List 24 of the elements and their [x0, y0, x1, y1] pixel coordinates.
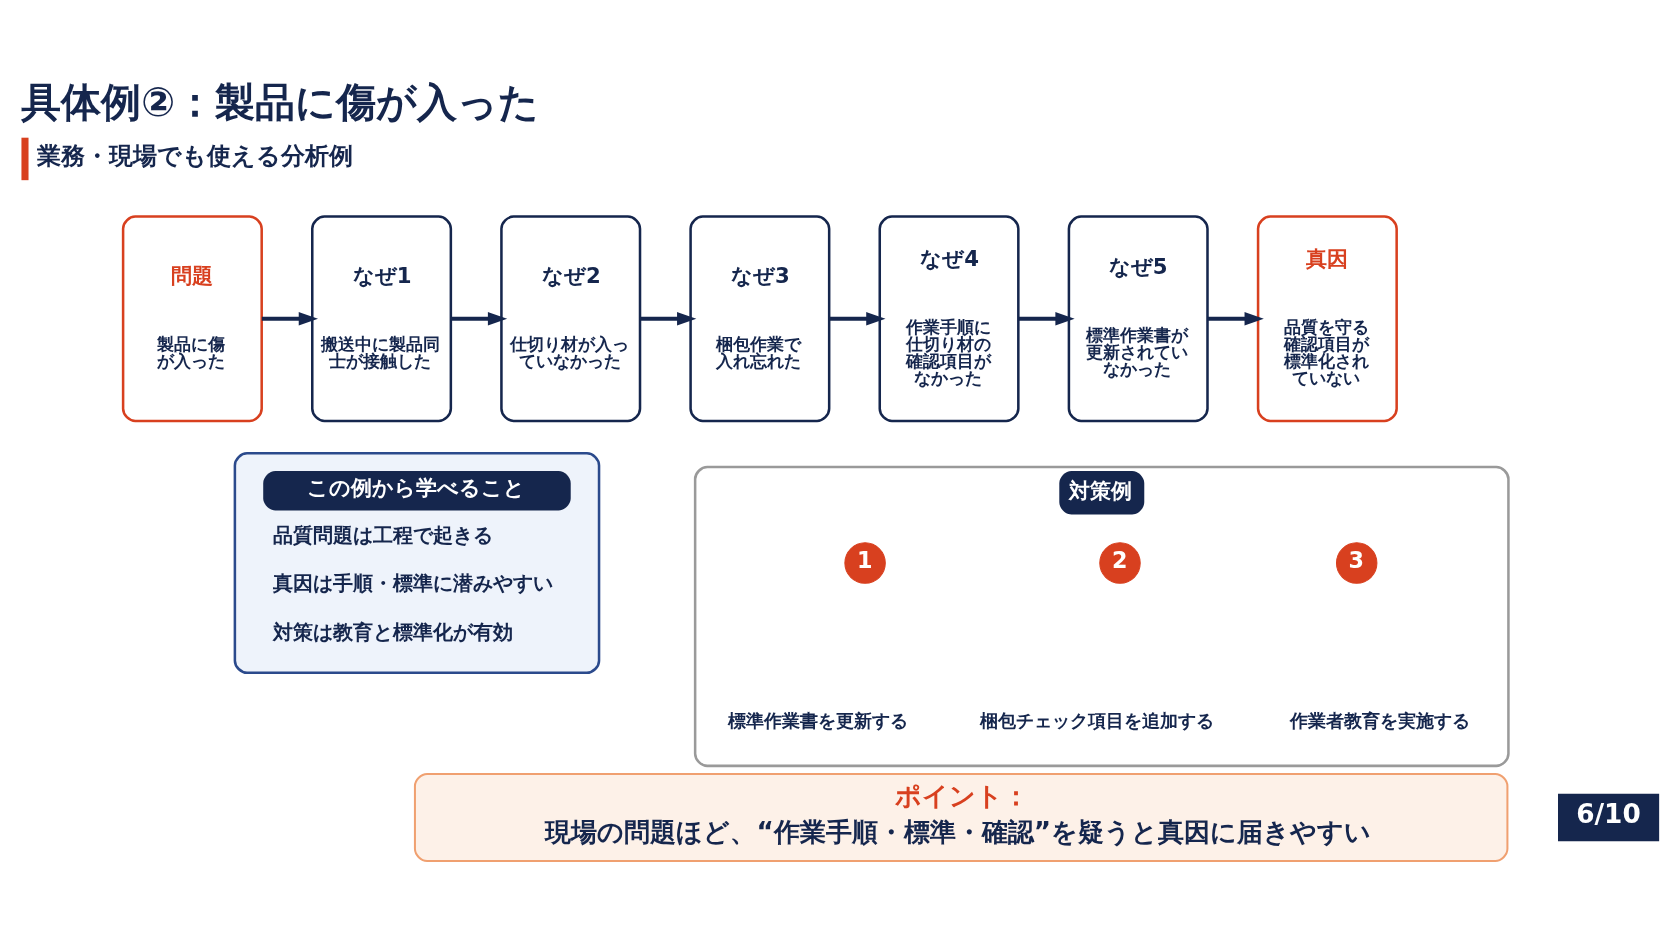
- label: 業務・現場でも使える分析例: [36, 140, 353, 170]
- arrow: [451, 311, 508, 325]
- node-circle: 1: [844, 541, 886, 584]
- label: 6/10: [1576, 798, 1641, 829]
- node-box: なぜ3 梱包作業で入れ忘れた: [689, 214, 831, 422]
- label: 梱包チェック項目を追加する: [980, 709, 1215, 731]
- node-circle: 3: [1335, 541, 1378, 584]
- node-circle: 2: [1099, 541, 1141, 584]
- arrow: [1207, 311, 1264, 325]
- arrow: [261, 311, 318, 325]
- node-box: なぜ1 搬送中に製品同士が接触した: [311, 214, 453, 422]
- label: 作業者教育を実施する: [1290, 709, 1471, 731]
- node-box: なぜ5 標準作業書が更新されていなかった: [1067, 214, 1209, 422]
- diagram-title: 具体例②：製品に傷が入った: [20, 77, 540, 126]
- node-box: なぜ4 作業手順に仕切り材の確認項目がなかった: [878, 214, 1020, 422]
- node-box: 問題 製品に傷が入った: [121, 214, 263, 422]
- arrow: [829, 311, 886, 325]
- label: 標準作業書を更新する: [728, 709, 909, 731]
- arrow: [1018, 311, 1075, 325]
- node-box: 真因 品質を守る確認項目が標準化されていない: [1256, 214, 1398, 422]
- arrow: [640, 311, 697, 325]
- node-box: なぜ2 仕切り材が入っていなかった: [500, 214, 642, 422]
- node-box: ポイント： 現場の問題ほど、“作業手順・標準・確認”を疑うと真因に届きやすい: [413, 772, 1509, 862]
- node-box: この例から学べること 品質問題は工程で起きる 真因は手順・標準に潜みやすい 対策は教育と標準化が有効: [233, 451, 601, 674]
